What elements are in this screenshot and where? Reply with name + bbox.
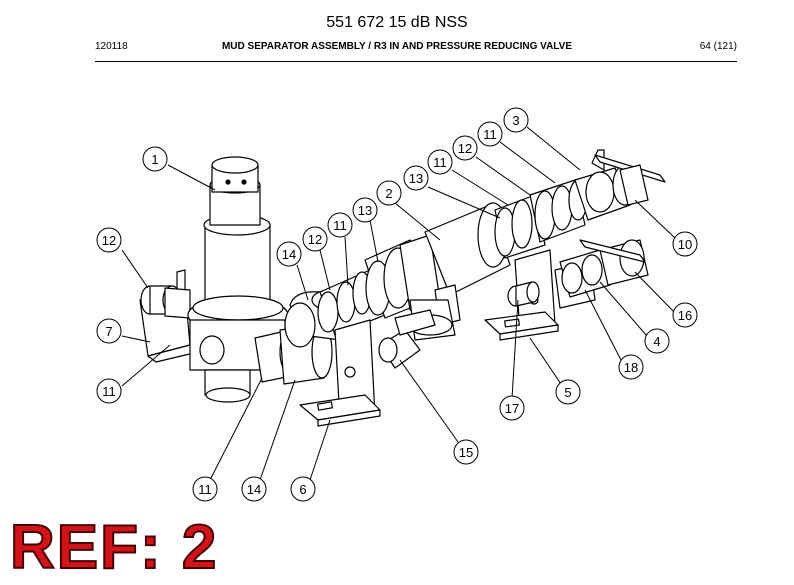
document-number: 120118 [95,41,128,52]
callout: 4 [644,328,670,354]
svg-text:13: 13 [358,203,372,218]
svg-text:11: 11 [198,482,212,497]
svg-text:3: 3 [512,113,519,128]
callout: 16 [672,302,698,328]
callout: 13 [403,165,429,191]
right-pipe-part [494,179,588,259]
callout: 15 [453,439,479,465]
svg-text:11: 11 [333,218,347,233]
svg-text:5: 5 [564,385,571,400]
page-number: 64 (121) [699,41,737,52]
svg-text:13: 13 [409,171,423,186]
middle-bracket-part [299,319,381,427]
ball-valve-lower-part [559,239,649,298]
callout: 6 [290,476,316,502]
callout: 11 [96,378,122,404]
document-title: 551 672 15 dB NSS [326,14,468,31]
callout: 2 [376,180,402,206]
drain-elbow-part [378,309,436,369]
svg-text:17: 17 [505,401,519,416]
leader-lines [121,126,676,481]
svg-text:6: 6 [299,482,306,497]
callout: 14 [241,476,267,502]
callout: 1 [142,146,168,172]
callout: 10 [672,231,698,257]
svg-text:14: 14 [247,482,261,497]
svg-text:16: 16 [678,308,692,323]
svg-text:18: 18 [624,360,638,375]
callout: 11 [477,121,503,147]
callout: 3 [503,107,529,133]
callouts: 1 12 7 11 14 12 11 13 2 13 11 12 11 3 10… [96,107,698,502]
svg-text:15: 15 [459,445,473,460]
callout: 13 [352,197,378,223]
header-rule [95,61,737,62]
ball-valve-top-part [574,149,666,221]
callout: 11 [327,212,353,238]
svg-text:12: 12 [102,233,116,248]
svg-text:1: 1 [151,152,158,167]
svg-text:7: 7 [105,324,112,339]
svg-text:11: 11 [433,155,447,170]
callout: 11 [192,476,218,502]
callout: 11 [427,149,453,175]
ref-label: REF: 2 [9,512,219,583]
callout: 17 [499,395,525,421]
svg-text:2: 2 [385,186,392,201]
callout: 12 [96,227,122,253]
callout: 14 [276,241,302,267]
svg-text:11: 11 [102,384,116,399]
svg-text:11: 11 [483,127,497,142]
callout: 12 [302,226,328,252]
assembly-drawing [139,149,666,427]
plug-part [507,281,540,307]
svg-text:12: 12 [458,141,472,156]
callout: 18 [618,354,644,380]
callout: 12 [452,135,478,161]
section-title: MUD SEPARATOR ASSEMBLY / R3 IN AND PRESS… [221,41,573,52]
callout: 7 [96,318,122,344]
svg-text:12: 12 [308,232,322,247]
svg-text:4: 4 [653,334,660,349]
svg-text:10: 10 [678,237,692,252]
middle-pipe-part [317,234,441,336]
svg-text:14: 14 [282,247,296,262]
callout: 5 [555,379,581,405]
left-fitting-part [140,285,191,319]
